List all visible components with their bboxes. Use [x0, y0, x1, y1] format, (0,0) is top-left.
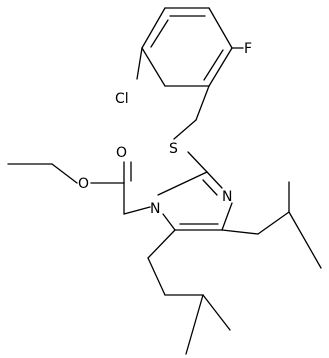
bond [141, 47, 166, 87]
s-c2-bond [187, 151, 208, 173]
double-bond-inner [202, 179, 218, 196]
c-cl-bond [136, 47, 143, 80]
double-bond-inner [203, 49, 224, 81]
n-ch2-bond [123, 206, 151, 215]
c5-ch2-bond [147, 229, 176, 259]
substituted-nitrogen-label: N [150, 201, 160, 217]
fluorine-label: F [244, 41, 252, 57]
ch-ch3-bond [202, 294, 231, 331]
ch2-s-bond [173, 119, 197, 140]
bond [157, 171, 208, 196]
imine-nitrogen-label: N [222, 189, 232, 205]
carbonyl-oxygen-label: O [116, 145, 127, 161]
bond [141, 7, 166, 49]
bond [221, 202, 233, 231]
c4-ch2-bond [221, 229, 259, 235]
ch-ch3-bond [185, 294, 204, 355]
sulfur-label: S [169, 141, 178, 157]
ch-ch3-bond [288, 211, 322, 269]
ring-ch2-bond [195, 85, 210, 121]
imidazole-ring [157, 171, 233, 231]
double-bond-inner [150, 19, 169, 48]
bond [162, 213, 176, 231]
bond [206, 171, 223, 189]
benzene-ring [141, 7, 233, 87]
ch2-ch-bond [257, 211, 290, 235]
chlorine-label: Cl [115, 91, 129, 107]
ch2-ch-bond [147, 257, 166, 296]
ester-oxygen-label: O [78, 176, 89, 192]
bond [208, 47, 233, 87]
bond [208, 7, 233, 49]
o-ch2-bond [51, 163, 78, 184]
